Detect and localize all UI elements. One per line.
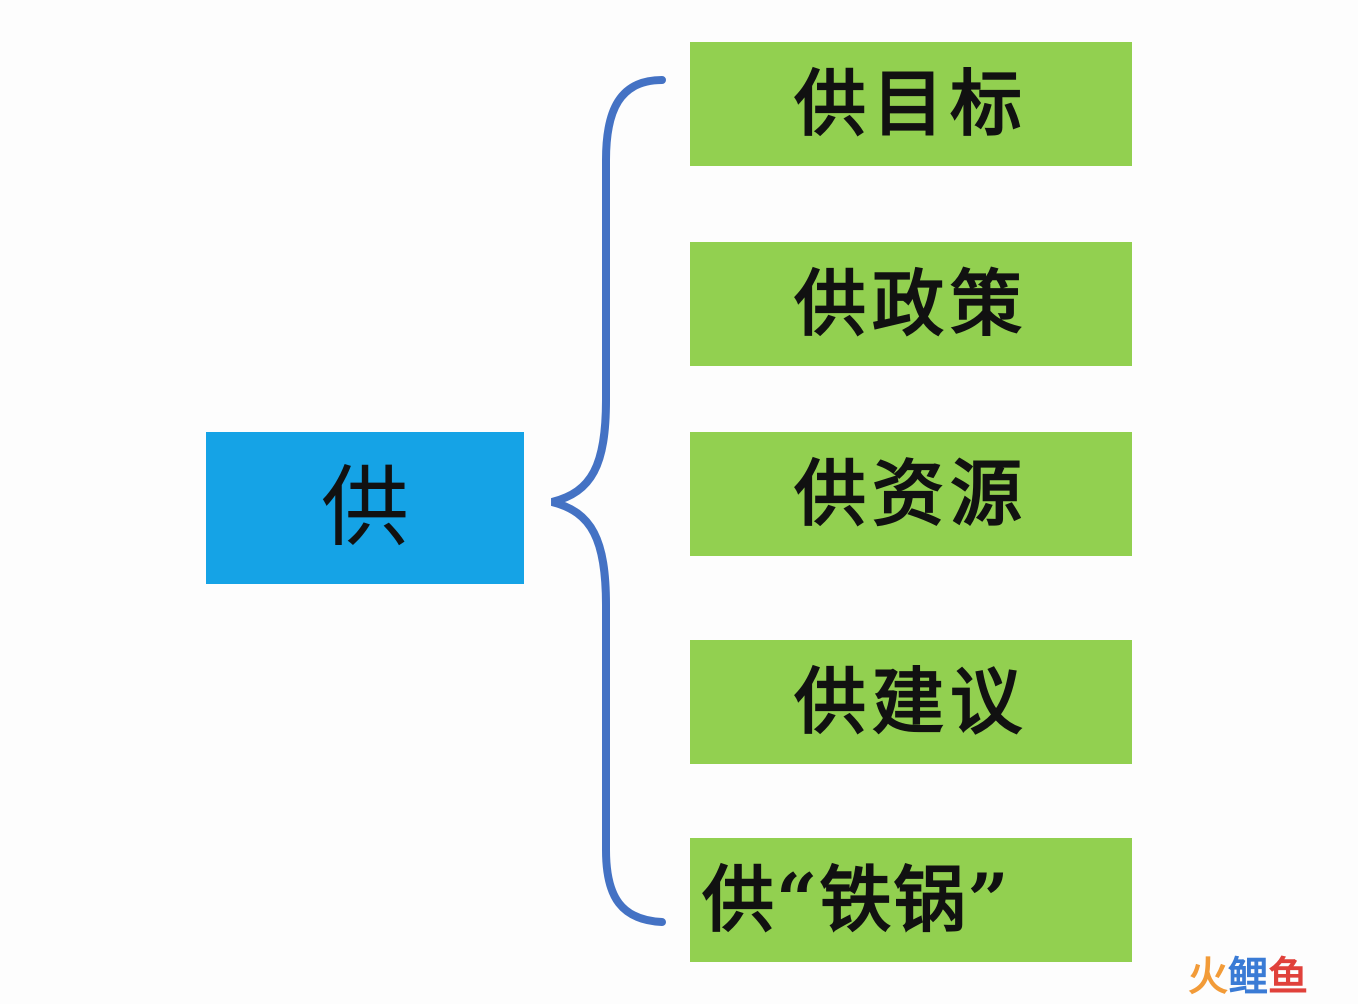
branch-node-label: 供“铁锅” — [702, 857, 1011, 942]
root-node: 供 — [206, 432, 524, 584]
branch-node-goals: 供目标 — [690, 42, 1132, 166]
branch-node-label: 供资源 — [793, 451, 1028, 536]
watermark-char-1: 火 — [1188, 954, 1228, 1000]
watermark-logo: 火鲤鱼 — [1188, 952, 1338, 1002]
branch-node-label: 供建议 — [793, 659, 1028, 744]
root-node-label: 供 — [320, 456, 409, 559]
watermark-char-3: 鱼 — [1268, 954, 1308, 1000]
brace-path — [550, 76, 666, 926]
branch-node-label: 供目标 — [793, 61, 1028, 146]
branch-node-resources: 供资源 — [690, 432, 1132, 556]
branch-node-suggestions: 供建议 — [690, 640, 1132, 764]
watermark-char-2: 鲤 — [1228, 954, 1268, 1000]
branch-node-iron-pot: 供“铁锅” — [690, 838, 1132, 962]
branch-node-label: 供政策 — [793, 261, 1028, 346]
branch-node-policies: 供政策 — [690, 242, 1132, 366]
